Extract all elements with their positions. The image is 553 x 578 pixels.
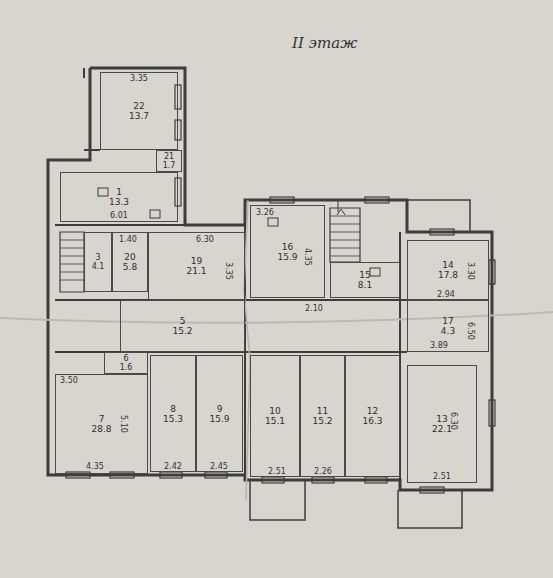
dimension: 6.30	[449, 412, 458, 430]
room-area: 15.2	[312, 416, 332, 426]
dimension: 2.94	[437, 290, 455, 299]
room-area: 28.8	[91, 424, 111, 434]
room: 158.1	[330, 262, 400, 298]
room: 34.1	[84, 232, 112, 292]
room-number: 1	[116, 187, 122, 197]
dimension: 5.10	[119, 415, 128, 433]
room-number: 20	[124, 252, 135, 262]
room-area: 13.7	[129, 111, 149, 121]
room-number: 9	[217, 404, 223, 414]
room: 1322.1	[407, 365, 477, 483]
dimension: 3.50	[60, 376, 78, 385]
room-number: 13	[436, 414, 447, 424]
dimension: 6.50	[466, 322, 475, 340]
dimension: 6.01	[110, 211, 128, 220]
room-number: 17	[442, 316, 453, 326]
room-area: 15.9	[209, 414, 229, 424]
room-number: 6	[123, 354, 128, 363]
room-area: 4.3	[441, 326, 455, 336]
room-area: 8.1	[358, 280, 372, 290]
room-area: 15.3	[163, 414, 183, 424]
room: 2213.7	[100, 72, 178, 150]
room-area: 15.1	[265, 416, 285, 426]
room: 1015.1	[250, 355, 300, 477]
dimension: 2.42	[164, 462, 182, 471]
room-number: 19	[191, 256, 202, 266]
room-number: 15	[359, 270, 370, 280]
room-area: 17.8	[438, 270, 458, 280]
room: 174.3	[407, 300, 489, 352]
dimension: 3.35	[224, 262, 233, 280]
dimension: 6.30	[196, 235, 214, 244]
dimension: 2.26	[314, 467, 332, 476]
dimension: 2.10	[305, 304, 323, 313]
dimension: 2.45	[210, 462, 228, 471]
dimension: 4.35	[303, 248, 312, 266]
room: 815.3	[150, 355, 196, 472]
room: 915.9	[196, 355, 243, 472]
room-area: 1.6	[120, 363, 133, 372]
room: 211.7	[156, 150, 182, 172]
room-area: 13.3	[109, 197, 129, 207]
floor-title: II этаж	[292, 34, 357, 52]
room: 515.2	[120, 300, 245, 352]
room-area: 1.7	[163, 161, 176, 170]
room-number: 5	[180, 316, 186, 326]
dimension: 2.51	[433, 472, 451, 481]
dimension: 2.51	[268, 467, 286, 476]
room-area: 21.1	[186, 266, 206, 276]
room-area: 4.1	[92, 262, 105, 271]
room-area: 5.8	[123, 262, 137, 272]
room-area: 15.2	[172, 326, 192, 336]
room-number: 8	[170, 404, 176, 414]
dimension: 3.89	[430, 341, 448, 350]
room-area: 15.9	[277, 252, 297, 262]
dimension: 1.40	[119, 235, 137, 244]
room-number: 10	[269, 406, 280, 416]
walls	[48, 68, 495, 528]
room-number: 14	[442, 260, 453, 270]
room-number: 11	[317, 406, 328, 416]
room: 1115.2	[300, 355, 345, 477]
room: 1216.3	[345, 355, 400, 477]
room: 728.8	[55, 374, 148, 474]
room-number: 12	[367, 406, 378, 416]
room-number: 22	[133, 101, 144, 111]
room-area: 16.3	[362, 416, 382, 426]
room-number: 16	[282, 242, 293, 252]
dimension: 3.26	[256, 208, 274, 217]
room-number: 21	[164, 152, 174, 161]
dimension: 3.35	[130, 74, 148, 83]
dimension: 4.35	[86, 462, 104, 471]
room-number: 7	[99, 414, 105, 424]
room: 1615.9	[250, 205, 325, 298]
room: 61.6	[104, 352, 148, 374]
room-number: 3	[95, 253, 100, 262]
dimension: 3.30	[466, 262, 475, 280]
